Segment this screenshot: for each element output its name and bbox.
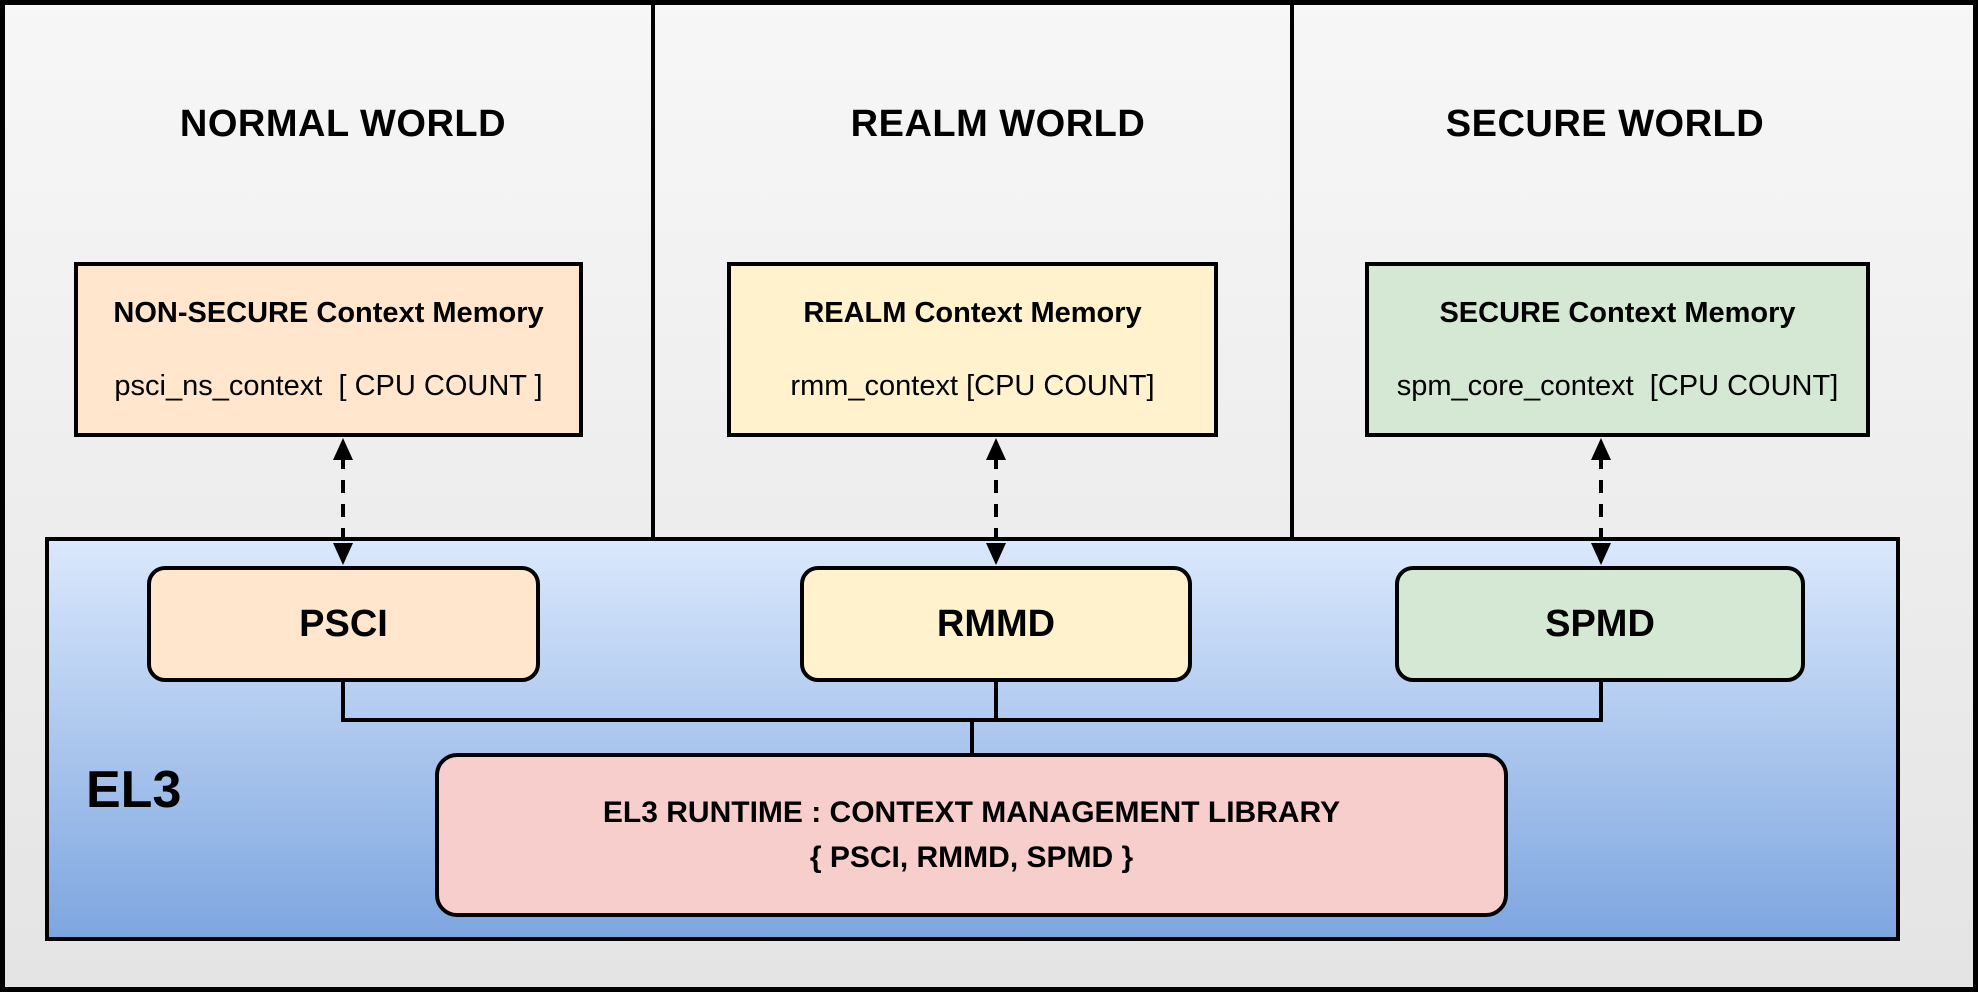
psci-label: PSCI bbox=[299, 602, 388, 645]
psci-box: PSCI bbox=[147, 566, 540, 682]
panel-divider-normal-realm bbox=[651, 0, 655, 539]
el3-runtime-box: EL3 RUNTIME : CONTEXT MANAGEMENT LIBRARY… bbox=[435, 753, 1508, 917]
memory-title: NON-SECURE Context Memory bbox=[113, 296, 544, 329]
normal-world-title: NORMAL WORLD bbox=[179, 103, 507, 145]
runtime-line1: EL3 RUNTIME : CONTEXT MANAGEMENT LIBRARY bbox=[602, 796, 1341, 829]
nonsecure-context-memory-box: NON-SECURE Context Memory psci_ns_contex… bbox=[74, 262, 583, 437]
bidirectional-dashed-arrow-psci bbox=[333, 438, 353, 565]
bidirectional-dashed-arrow-spmd bbox=[1591, 438, 1611, 565]
runtime-line2: { PSCI, RMMD, SPMD } bbox=[809, 841, 1134, 874]
rmmd-label: RMMD bbox=[936, 602, 1056, 645]
memory-detail: rmm_context [CPU COUNT] bbox=[790, 369, 1155, 402]
connector-tree bbox=[341, 678, 1603, 757]
panel-divider-realm-secure bbox=[1290, 0, 1294, 539]
memory-detail: spm_core_context [CPU COUNT] bbox=[1396, 369, 1839, 402]
spmd-box: SPMD bbox=[1395, 566, 1805, 682]
memory-title: REALM Context Memory bbox=[803, 296, 1142, 329]
rmmd-box: RMMD bbox=[800, 566, 1192, 682]
realm-world-title: REALM WORLD bbox=[850, 103, 1146, 145]
el3-label: EL3 bbox=[86, 761, 182, 819]
spmd-label: SPMD bbox=[1545, 602, 1655, 645]
bidirectional-dashed-arrow-rmmd bbox=[986, 438, 1006, 565]
secure-world-title: SECURE WORLD bbox=[1445, 103, 1765, 145]
realm-context-memory-box: REALM Context Memory rmm_context [CPU CO… bbox=[727, 262, 1218, 437]
memory-detail: psci_ns_context [ CPU COUNT ] bbox=[114, 369, 543, 402]
secure-context-memory-box: SECURE Context Memory spm_core_context [… bbox=[1365, 262, 1870, 437]
memory-title: SECURE Context Memory bbox=[1439, 296, 1796, 329]
